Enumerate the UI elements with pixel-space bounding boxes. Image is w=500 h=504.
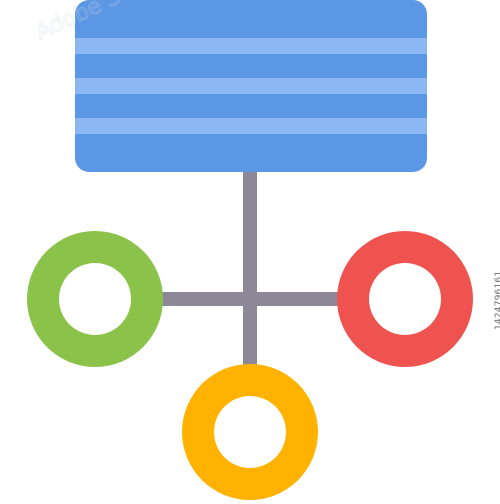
horizontal-connector [150, 292, 350, 306]
server-stripe [75, 78, 427, 94]
server-block-icon [75, 0, 427, 172]
node-bottom-icon [182, 364, 318, 500]
node-right-icon [337, 231, 473, 367]
image-id-text: 1424796161 [494, 270, 500, 330]
server-stripe [75, 118, 427, 134]
node-left-icon [27, 231, 163, 367]
server-stripe [75, 38, 427, 54]
vertical-connector [243, 170, 257, 382]
